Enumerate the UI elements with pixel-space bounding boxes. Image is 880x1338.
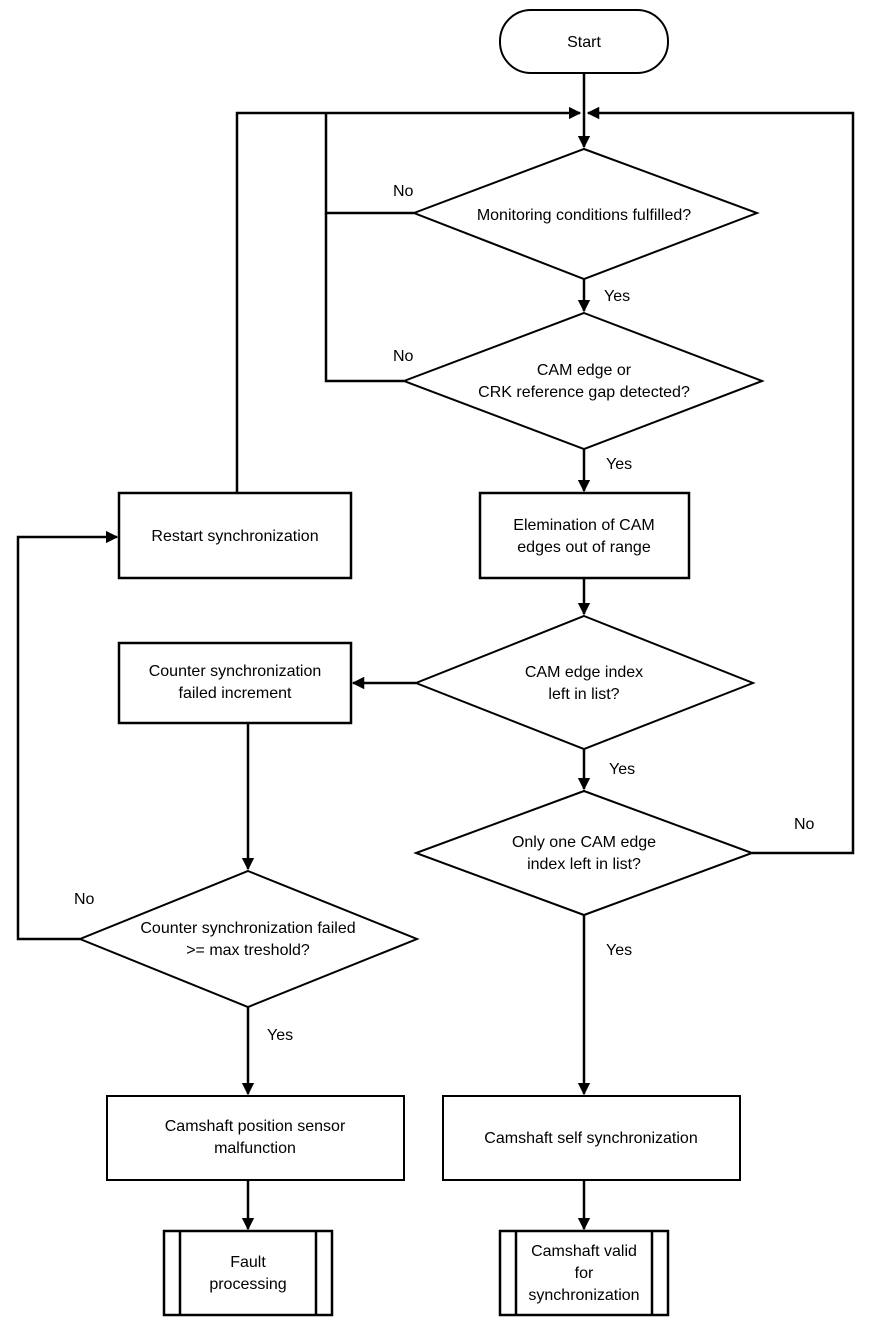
- monitoring-yes-label: Yes: [604, 288, 630, 305]
- connectors: [16, 73, 855, 1231]
- arrow-restart-loop: [235, 106, 582, 493]
- only-one-label-line1: Only one CAM edge: [512, 834, 656, 851]
- cam-edge-label-line1: CAM edge or: [537, 362, 632, 379]
- edge-labels: No No Yes Yes Yes No Yes No Yes: [74, 183, 815, 1044]
- sensor-label-line2: malfunction: [214, 1140, 296, 1157]
- monitoring-no-label: No: [393, 183, 414, 200]
- valid-label-line2: for: [575, 1265, 594, 1282]
- start-terminal: Start: [499, 9, 669, 74]
- arrow-counter-max-no: [16, 530, 119, 941]
- counter-max-yes-label: Yes: [267, 1027, 293, 1044]
- cam-edge-no-label: No: [393, 348, 414, 365]
- self-sync-label: Camshaft self synchronization: [484, 1130, 697, 1147]
- only-one-label-line2: index left in list?: [527, 856, 641, 873]
- counter-increment-label-line1: Counter synchronization: [149, 663, 322, 680]
- camshaft-valid-subprocess: Camshaft valid for synchronization: [498, 1229, 670, 1317]
- counter-max-no-label: No: [74, 891, 95, 908]
- elimination-label-line2: edges out of range: [517, 539, 651, 556]
- cam-edge-label-line2: CRK reference gap detected?: [478, 384, 690, 401]
- sensor-malfunction-process: Camshaft position sensor malfunction: [106, 1095, 405, 1181]
- fault-label-line2: processing: [209, 1276, 286, 1293]
- only-one-yes-label: Yes: [606, 942, 632, 959]
- restart-label: Restart synchronization: [151, 528, 318, 545]
- self-sync-process: Camshaft self synchronization: [442, 1095, 741, 1181]
- index-left-label-line2: left in list?: [548, 686, 619, 703]
- index-left-yes-label: Yes: [609, 761, 635, 778]
- arrow-only-one-no-loop: [586, 106, 855, 855]
- counter-max-label-line1: Counter synchronization failed: [140, 920, 355, 937]
- counter-increment-process: Counter synchronization failed increment: [117, 641, 353, 725]
- cam-edge-decision: CAM edge or CRK reference gap detected?: [401, 311, 765, 451]
- only-one-no-label: No: [794, 816, 815, 833]
- elimination-process: Elemination of CAM edges out of range: [478, 491, 691, 580]
- fault-processing-subprocess: Fault processing: [162, 1229, 334, 1317]
- restart-process: Restart synchronization: [117, 491, 353, 580]
- index-left-decision: CAM edge index left in list?: [413, 614, 756, 751]
- line-cam-edge-no: [324, 213, 404, 383]
- counter-max-decision: Counter synchronization failed >= max tr…: [77, 869, 420, 1009]
- monitoring-label: Monitoring conditions fulfilled?: [477, 207, 691, 224]
- start-label: Start: [567, 34, 601, 51]
- only-one-decision: Only one CAM edge index left in list?: [413, 789, 755, 917]
- cam-edge-yes-label: Yes: [606, 456, 632, 473]
- sensor-label-line1: Camshaft position sensor: [165, 1118, 346, 1135]
- counter-increment-label-line2: failed increment: [179, 685, 293, 702]
- elimination-label-line1: Elemination of CAM: [513, 517, 654, 534]
- monitoring-decision: Monitoring conditions fulfilled?: [411, 147, 760, 281]
- counter-max-label-line2: >= max treshold?: [186, 942, 310, 959]
- valid-label-line1: Camshaft valid: [531, 1243, 637, 1260]
- fault-label-line1: Fault: [230, 1254, 266, 1271]
- index-left-label-line1: CAM edge index: [525, 664, 643, 681]
- valid-label-line3: synchronization: [528, 1287, 639, 1304]
